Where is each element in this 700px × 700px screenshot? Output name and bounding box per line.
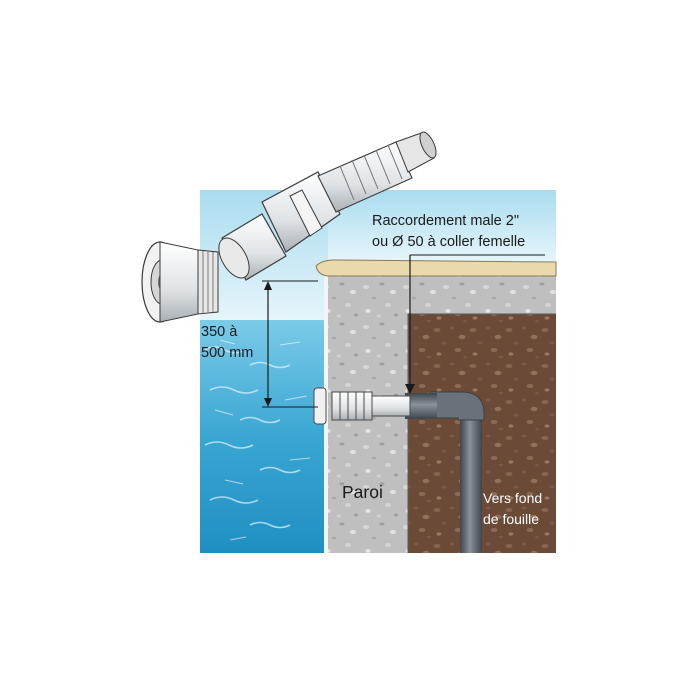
wall-outlet-fitting <box>313 387 411 425</box>
trench-label-line2: de fouille <box>483 511 540 527</box>
connector-part <box>218 131 437 281</box>
connection-label-line2: ou Ø 50 à coller femelle <box>372 234 526 250</box>
vertical-pipe <box>460 418 482 553</box>
connection-label: Raccordement male 2" ou Ø 50 à coller fe… <box>372 211 525 253</box>
sky-background-right <box>328 190 556 262</box>
depth-dimension <box>262 280 318 408</box>
trench-label: Vers fond de fouille <box>483 488 542 530</box>
pebble-backfill-top <box>408 272 556 314</box>
pool-water <box>200 320 328 553</box>
wall-label: Paroi <box>342 482 383 502</box>
skimmer-nozzle-part <box>141 241 219 323</box>
trench-label-line1: Vers fond <box>483 490 543 506</box>
pipe-elbow <box>429 391 485 421</box>
coping <box>315 259 557 277</box>
depth-label: 350 à 500 mm <box>201 322 253 364</box>
connection-label-line1: Raccordement male 2" <box>372 213 519 229</box>
depth-label-line1: 350 à <box>201 324 238 340</box>
depth-label-line2: 500 mm <box>201 345 254 361</box>
